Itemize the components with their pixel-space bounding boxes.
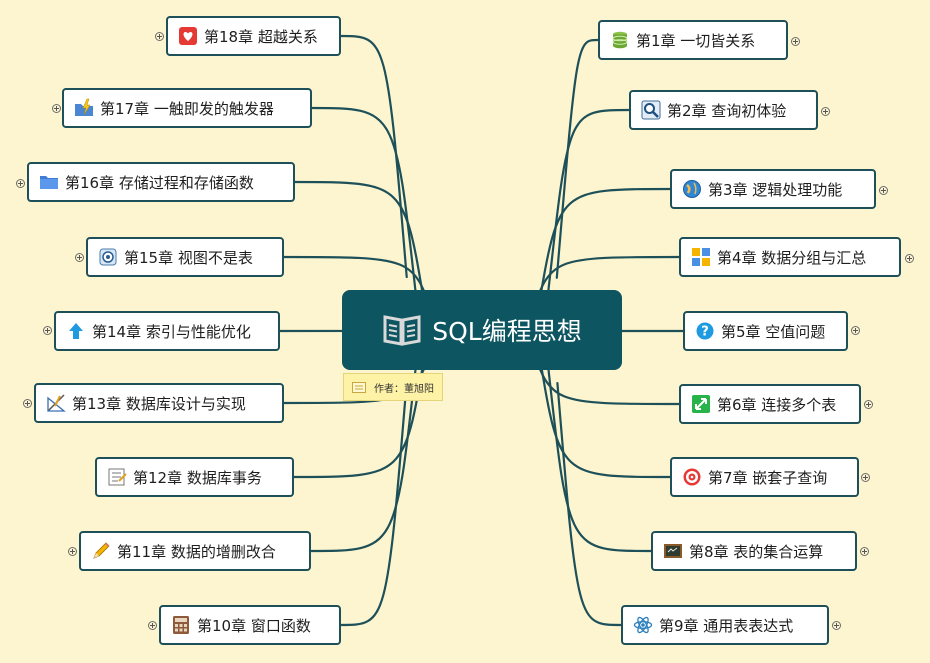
branch-connector xyxy=(339,34,408,279)
expand-toggle[interactable] xyxy=(43,326,52,335)
author-note[interactable]: 作者：董旭阳 xyxy=(343,373,443,401)
topic-chapter-18[interactable]: 第18章 超越关系 xyxy=(166,16,341,56)
topic-chapter-3[interactable]: 第3章 逻辑处理功能 xyxy=(670,169,876,209)
expand-toggle[interactable] xyxy=(16,179,25,188)
pencil-icon xyxy=(91,541,111,561)
topic-label: 第3章 逻辑处理功能 xyxy=(708,180,843,199)
branch-connector xyxy=(293,180,426,305)
expand-toggle[interactable] xyxy=(791,37,800,46)
topic-label: 第1章 一切皆关系 xyxy=(636,31,756,50)
topic-label: 第11章 数据的增删改合 xyxy=(117,542,276,561)
squares-icon xyxy=(691,247,711,267)
branch-connector xyxy=(538,355,672,479)
topic-chapter-4[interactable]: 第4章 数据分组与汇总 xyxy=(679,237,901,277)
expand-toggle[interactable] xyxy=(905,254,914,263)
expand-toggle[interactable] xyxy=(52,104,61,113)
expand-toggle[interactable] xyxy=(879,186,888,195)
topic-chapter-17[interactable]: 第17章 一触即发的触发器 xyxy=(62,88,312,128)
checklist-icon xyxy=(107,467,127,487)
globe-icon xyxy=(682,179,702,199)
expand-toggle[interactable] xyxy=(821,107,830,116)
branch-connector xyxy=(556,382,623,627)
expand-toggle[interactable] xyxy=(861,473,870,482)
topic-chapter-14[interactable]: 第14章 索引与性能优化 xyxy=(54,311,280,351)
topic-chapter-8[interactable]: 第8章 表的集合运算 xyxy=(651,531,857,571)
branch-connector xyxy=(555,38,600,279)
branch-connector xyxy=(310,106,417,292)
expand-toggle[interactable] xyxy=(23,399,32,408)
expand-toggle[interactable] xyxy=(68,547,77,556)
topic-chapter-1[interactable]: 第1章 一切皆关系 xyxy=(598,20,788,60)
topic-chapter-2[interactable]: 第2章 查询初体验 xyxy=(629,90,818,130)
folder-icon xyxy=(39,172,59,192)
topic-chapter-10[interactable]: 第10章 窗口函数 xyxy=(159,605,341,645)
topic-label: 第9章 通用表表达式 xyxy=(659,616,794,635)
topic-label: 第15章 视图不是表 xyxy=(124,248,253,267)
chalkboard-icon xyxy=(663,541,683,561)
branch-connector xyxy=(309,368,417,553)
topic-chapter-12[interactable]: 第12章 数据库事务 xyxy=(95,457,294,497)
heart-icon xyxy=(178,26,198,46)
topic-chapter-9[interactable]: 第9章 通用表表达式 xyxy=(621,605,829,645)
author-note-text: 作者：董旭阳 xyxy=(374,383,434,395)
branch-connector xyxy=(537,187,672,306)
topic-chapter-11[interactable]: 第11章 数据的增删改合 xyxy=(79,531,311,571)
up-arrow-icon xyxy=(66,321,86,341)
calculator-icon xyxy=(171,615,191,635)
topic-label: 第6章 连接多个表 xyxy=(717,395,837,414)
lightning-folder-icon xyxy=(74,98,94,118)
expand-toggle[interactable] xyxy=(155,32,164,41)
branch-connector xyxy=(547,108,631,292)
topic-chapter-5[interactable]: ? 第5章 空值问题 xyxy=(683,311,848,351)
topic-chapter-6[interactable]: 第6章 连接多个表 xyxy=(679,384,861,424)
memo-icon xyxy=(352,381,366,393)
topic-chapter-7[interactable]: 第7章 嵌套子查询 xyxy=(670,457,859,497)
topic-label: 第4章 数据分组与汇总 xyxy=(717,248,867,267)
topic-label: 第2章 查询初体验 xyxy=(667,101,787,120)
expand-toggle[interactable] xyxy=(75,253,84,262)
svg-text:?: ? xyxy=(701,325,709,340)
view-icon xyxy=(98,247,118,267)
topic-label: 第17章 一触即发的触发器 xyxy=(100,99,274,118)
topic-label: 第12章 数据库事务 xyxy=(133,468,262,487)
topic-label: 第14章 索引与性能优化 xyxy=(92,322,251,341)
topic-chapter-15[interactable]: 第15章 视图不是表 xyxy=(86,237,284,277)
branch-connector xyxy=(547,368,653,553)
expand-toggle[interactable] xyxy=(860,547,869,556)
topic-label: 第10章 窗口函数 xyxy=(197,616,311,635)
central-topic-title: SQL编程思想 xyxy=(432,317,582,346)
expand-toggle[interactable] xyxy=(832,621,841,630)
expand-toggle[interactable] xyxy=(148,621,157,630)
drafting-icon xyxy=(46,393,66,413)
database-icon xyxy=(610,30,630,50)
topic-chapter-16[interactable]: 第16章 存储过程和存储函数 xyxy=(27,162,295,202)
expand-toggle[interactable] xyxy=(851,326,860,335)
central-topic[interactable]: SQL编程思想 xyxy=(342,290,622,370)
atom-icon xyxy=(633,615,653,635)
resize-icon xyxy=(691,394,711,414)
topic-label: 第13章 数据库设计与实现 xyxy=(72,394,246,413)
topic-label: 第7章 嵌套子查询 xyxy=(708,468,828,487)
target-icon xyxy=(682,467,702,487)
expand-toggle[interactable] xyxy=(864,400,873,409)
book-icon xyxy=(382,313,422,347)
topic-label: 第16章 存储过程和存储函数 xyxy=(65,173,254,192)
topic-label: 第8章 表的集合运算 xyxy=(689,542,824,561)
topic-label: 第18章 超越关系 xyxy=(204,27,318,46)
question-icon: ? xyxy=(695,321,715,341)
branch-connector xyxy=(339,382,408,627)
topic-chapter-13[interactable]: 第13章 数据库设计与实现 xyxy=(34,383,284,423)
magnifier-icon xyxy=(641,100,661,120)
topic-label: 第5章 空值问题 xyxy=(721,322,826,341)
